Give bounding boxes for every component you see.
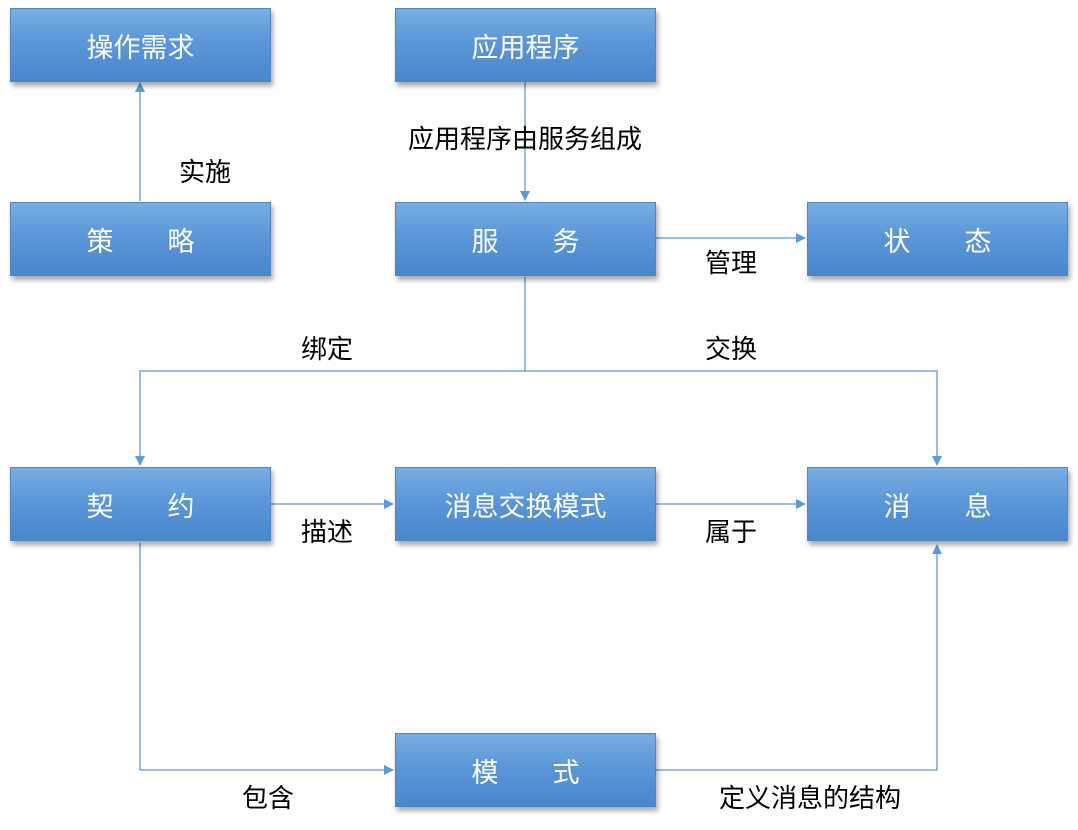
node-schema: 模 式 xyxy=(395,733,656,807)
label-describes: 描述 xyxy=(300,518,354,548)
edge-schema-to-message xyxy=(656,544,942,771)
label-defines-structure: 定义消息的结构 xyxy=(718,784,902,814)
node-state: 状 态 xyxy=(807,202,1068,276)
node-operation-requirements: 操作需求 xyxy=(10,8,271,82)
node-service: 服 务 xyxy=(395,202,656,276)
node-message-exchange-pattern: 消息交换模式 xyxy=(395,467,656,541)
node-application: 应用程序 xyxy=(395,8,656,82)
label-contains: 包含 xyxy=(241,784,295,814)
edge-contract-to-schema xyxy=(139,543,394,775)
node-message: 消 息 xyxy=(807,467,1068,541)
label-manages: 管理 xyxy=(704,249,758,279)
label-exchanges: 交换 xyxy=(704,335,758,365)
edge-service-to-contract xyxy=(135,370,525,466)
node-contract: 契 约 xyxy=(10,467,271,541)
node-policy: 策 略 xyxy=(10,202,271,276)
edge-service-to-message xyxy=(525,370,942,466)
label-composed-of: 应用程序由服务组成 xyxy=(407,125,643,155)
label-binds: 绑定 xyxy=(300,335,354,365)
label-implements: 实施 xyxy=(178,158,232,188)
label-belongs-to: 属于 xyxy=(704,518,758,548)
